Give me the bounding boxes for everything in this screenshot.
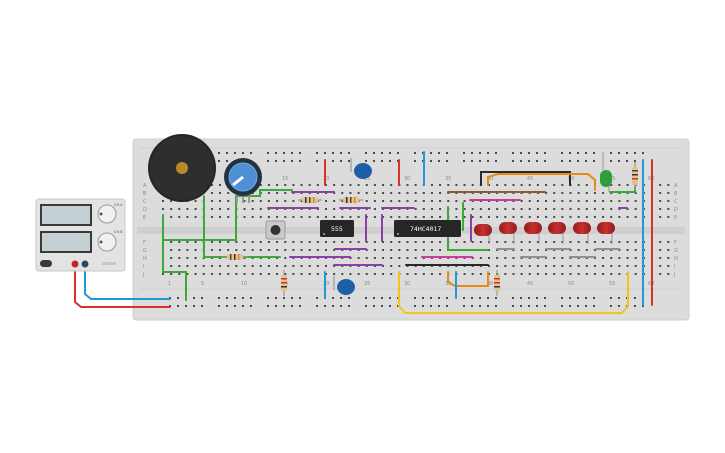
column-number: 35	[445, 176, 451, 182]
column-number: 40	[487, 281, 493, 287]
row-letter: E	[143, 215, 146, 221]
row-letters-left: A B C D E F G H I J	[142, 183, 147, 278]
resistor[interactable]	[339, 197, 363, 203]
row-letter: A	[143, 183, 147, 189]
red-led[interactable]	[524, 222, 542, 244]
column-number: 5	[201, 281, 204, 287]
ceramic-capacitor[interactable]	[350, 158, 372, 179]
power-supply[interactable]: CH.A CH.B	[35, 198, 126, 272]
row-letter: I	[143, 264, 144, 270]
row-letter: J	[142, 272, 144, 278]
row-letters-right: A B C D E F G H I J	[673, 183, 678, 278]
red-led[interactable]	[573, 222, 591, 244]
row-letter: D	[674, 207, 678, 213]
capacitors[interactable]	[333, 158, 372, 295]
wire-yellow[interactable]	[398, 271, 629, 314]
knob-label: CH.B	[114, 230, 123, 234]
wire-black[interactable]	[480, 171, 571, 186]
column-number: 30	[404, 176, 410, 182]
row-letter: G	[674, 248, 678, 254]
column-number: 45	[527, 176, 533, 182]
wires[interactable]	[74, 151, 653, 314]
red-led[interactable]	[499, 222, 517, 244]
resistor[interactable]	[632, 162, 638, 190]
positive-terminal[interactable]	[71, 260, 79, 268]
resistor[interactable]	[281, 270, 287, 296]
potentiometer-wiper	[232, 175, 244, 187]
timer-chip-label: 555	[331, 225, 343, 233]
ceramic-capacitor[interactable]	[333, 276, 355, 295]
push-button[interactable]	[265, 220, 286, 240]
resistors[interactable]	[222, 162, 638, 296]
column-number: 50	[568, 176, 574, 182]
timer-chip-555[interactable]: 555	[320, 220, 354, 237]
row-letter: J	[673, 272, 675, 278]
row-letter: C	[674, 199, 678, 205]
knob-label: CH.A	[114, 203, 123, 207]
led-array[interactable]	[474, 152, 615, 244]
row-letter: C	[143, 199, 147, 205]
potentiometer[interactable]	[224, 158, 262, 203]
column-number: 10	[241, 281, 247, 287]
column-number: 25	[364, 281, 370, 287]
column-number: 25	[364, 176, 370, 182]
counter-chip-74hc4017[interactable]: 74HC4017	[394, 220, 461, 237]
column-number: 55	[609, 176, 615, 182]
row-letter: D	[143, 207, 147, 213]
green-led[interactable]	[600, 152, 612, 192]
piezo-buzzer[interactable]	[148, 134, 216, 202]
negative-terminal[interactable]	[81, 260, 89, 268]
column-number: 50	[568, 281, 574, 287]
resistor[interactable]	[298, 197, 322, 203]
row-letter: I	[674, 264, 675, 270]
wire-green[interactable]	[203, 195, 281, 258]
column-number: 40	[487, 176, 493, 182]
column-number: 15	[282, 176, 288, 182]
column-number: 55	[609, 281, 615, 287]
wire-blue-supply[interactable]	[84, 263, 171, 300]
counter-chip-label: 74HC4017	[410, 225, 441, 233]
column-number: 20	[323, 176, 329, 182]
wire-orange[interactable]	[487, 173, 596, 191]
resistor[interactable]	[222, 254, 248, 260]
row-letter: H	[143, 256, 147, 262]
row-letter: F	[674, 240, 677, 246]
column-number: 1	[168, 281, 171, 287]
row-letter: B	[674, 191, 678, 197]
voltage-knob[interactable]	[97, 204, 117, 224]
row-letter: H	[674, 256, 678, 262]
row-letter: G	[143, 248, 147, 254]
row-letter: F	[143, 240, 146, 246]
red-led[interactable]	[548, 222, 566, 244]
row-letter: A	[674, 183, 678, 189]
red-led[interactable]	[474, 224, 492, 244]
red-led[interactable]	[597, 222, 615, 244]
column-number: 30	[404, 281, 410, 287]
power-switch[interactable]	[40, 260, 52, 267]
resistor[interactable]	[494, 270, 500, 296]
column-number: 35	[445, 281, 451, 287]
row-letter: E	[674, 215, 677, 221]
wire-red-supply[interactable]	[74, 263, 171, 308]
row-letter: B	[143, 191, 147, 197]
wire-green[interactable]	[162, 214, 187, 301]
current-knob[interactable]	[97, 232, 117, 252]
column-number: 20	[323, 281, 329, 287]
column-number: 45	[527, 281, 533, 287]
